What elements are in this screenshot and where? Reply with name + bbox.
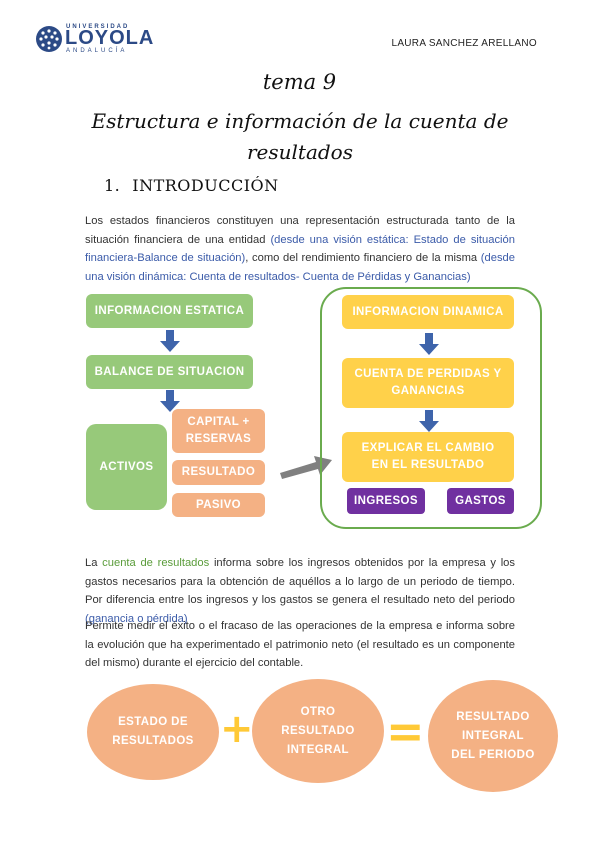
logo-top-text: UNIVERSIDAD	[66, 24, 130, 30]
info-estatica-box: INFORMACION ESTATICA	[86, 294, 253, 328]
author-name: LAURA SANCHEZ ARELLANO	[391, 38, 537, 49]
para2-highlight: cuenta de resultados	[102, 557, 210, 569]
university-logo: UNIVERSIDAD LOYOLA ANDALUCÍA	[35, 22, 165, 56]
resultado-integral-circle: RESULTADO INTEGRAL DEL PERIODO	[428, 680, 558, 792]
gastos-box: GASTOS	[447, 488, 514, 514]
equals-sign: =	[386, 704, 425, 758]
tema-heading: tema 9	[262, 70, 337, 94]
right-arrow-icon	[280, 456, 332, 479]
para2-text-c: informa sobre los ingresos obtenidos por…	[85, 557, 515, 606]
down-arrow-icon	[160, 330, 180, 352]
explicar-cambio-box: EXPLICAR EL CAMBIO EN EL RESULTADO	[342, 432, 514, 482]
intro-dynamic-note: (desde una visión dinámica: Cuenta de re…	[85, 252, 515, 283]
page-title: Estructura e información de la cuenta de…	[91, 109, 509, 164]
intro-text-c: , como del rendimiento financiero de la …	[245, 252, 481, 264]
ingresos-box: INGRESOS	[347, 488, 425, 514]
dynamic-info-panel	[320, 287, 542, 529]
logo-bottom-text: ANDALUCÍA	[66, 48, 128, 54]
section-number: 1.	[104, 176, 121, 195]
cuenta-resultados-paragraph: La cuenta de resultados informa sobre lo…	[85, 554, 515, 628]
para2-note: (ganancia o pérdida)	[85, 612, 188, 625]
section-label: INTRODUCCIÓN	[132, 176, 279, 195]
otro-resultado-circle: OTRO RESULTADO INTEGRAL	[252, 679, 384, 783]
down-arrow-icon	[419, 410, 439, 432]
estado-resultados-circle: ESTADO DE RESULTADOS	[87, 684, 219, 780]
section-heading: 1. INTRODUCCIÓN	[104, 176, 279, 195]
cuenta-pyg-box: CUENTA DE PERDIDAS Y GANANCIAS	[342, 358, 514, 408]
capital-reservas-box: CAPITAL + RESERVAS	[172, 409, 265, 453]
plus-sign: +	[220, 706, 254, 752]
para2-text-a: La	[85, 557, 103, 569]
logo-main-text: LOYOLA	[65, 27, 155, 49]
resultado-box: RESULTADO	[172, 460, 265, 485]
medir-exito-paragraph: Permite medir el éxito o el fracaso de l…	[85, 620, 515, 669]
down-arrow-icon	[419, 333, 439, 355]
intro-text-a: Los estados financieros constituyen una …	[85, 215, 515, 246]
globe-icon	[36, 26, 62, 52]
intro-static-note: (desde una visión estática: Estado de si…	[85, 233, 515, 265]
activos-box: ACTIVOS	[86, 424, 167, 510]
pasivo-box: PASIVO	[172, 493, 265, 517]
intro-paragraph: Los estados financieros constituyen una …	[85, 212, 515, 286]
balance-situacion-box: BALANCE DE SITUACION	[86, 355, 253, 389]
info-dinamica-box: INFORMACION DINAMICA	[342, 295, 514, 329]
down-arrow-icon	[160, 390, 180, 412]
